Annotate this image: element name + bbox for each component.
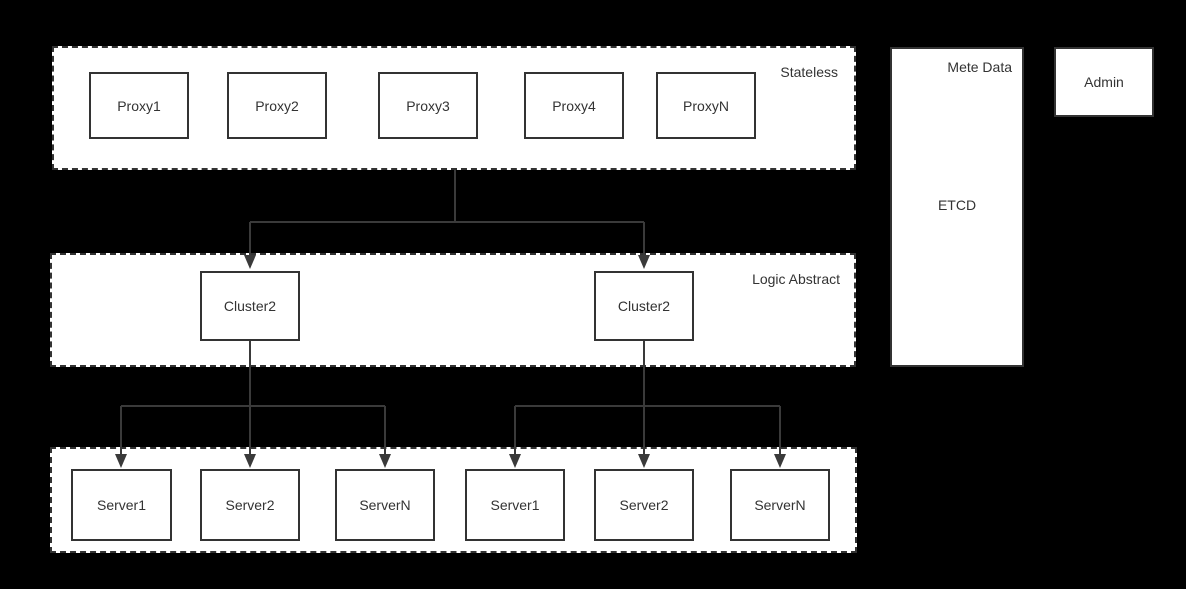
node-proxyN: ProxyN [656, 72, 756, 139]
node-proxy1: Proxy1 [89, 72, 189, 139]
node-proxy3: Proxy3 [378, 72, 478, 139]
node-cluster-right: Cluster2 [594, 271, 694, 341]
node-proxy2-label: Proxy2 [255, 97, 299, 114]
arrowhead-server-left-1 [115, 454, 127, 468]
node-server-right-n: ServerN [730, 469, 830, 541]
admin-label: Admin [1084, 74, 1124, 90]
edge-stateless-to-clusters [249, 170, 645, 257]
arrowhead-cluster-left [244, 255, 256, 269]
arrowhead-cluster-right [638, 255, 650, 269]
arrowhead-server-right-n [774, 454, 786, 468]
node-server-right-1: Server1 [465, 469, 565, 541]
arrowhead-server-right-1 [509, 454, 521, 468]
node-server-left-1: Server1 [71, 469, 172, 541]
node-server-left-n-label: ServerN [359, 497, 411, 513]
node-server-left-2-label: Server2 [225, 497, 275, 513]
node-server-left-1-label: Server1 [96, 497, 147, 513]
admin-box: Admin [1054, 47, 1154, 117]
server-layer-container [50, 447, 857, 553]
logic-abstract-layer-container: Logic Abstract [50, 253, 856, 367]
arrowhead-server-left-2 [244, 454, 256, 468]
node-cluster-left-label: Cluster2 [223, 298, 277, 314]
node-proxy1-label: Proxy1 [117, 97, 161, 114]
etcd-label: ETCD [937, 197, 977, 213]
node-proxy3-label: Proxy3 [406, 97, 450, 114]
mete-data-title: Mete Data [947, 59, 1012, 75]
node-server-right-n-label: ServerN [754, 497, 806, 513]
node-cluster-left: Cluster2 [200, 271, 300, 341]
node-server-right-1-label: Server1 [490, 497, 540, 513]
node-proxyN-label: ProxyN [683, 97, 729, 114]
node-proxy4: Proxy4 [524, 72, 624, 139]
node-server-right-2-label: Server2 [619, 497, 669, 513]
arrowhead-server-right-2 [638, 454, 650, 468]
node-server-left-2: Server2 [200, 469, 300, 541]
stateless-label: Stateless [780, 64, 838, 80]
logic-abstract-label: Logic Abstract [752, 271, 840, 287]
node-cluster-right-label: Cluster2 [617, 298, 671, 314]
mete-data-box: Mete Data ETCD [890, 47, 1024, 367]
edge-cluster-right-to-servers [514, 341, 781, 456]
arrowhead-server-left-n [379, 454, 391, 468]
node-server-right-2: Server2 [594, 469, 694, 541]
node-proxy4-label: Proxy4 [552, 97, 596, 114]
node-proxy2: Proxy2 [227, 72, 327, 139]
node-server-left-n: ServerN [335, 469, 435, 541]
edge-cluster-left-to-servers [120, 341, 386, 456]
